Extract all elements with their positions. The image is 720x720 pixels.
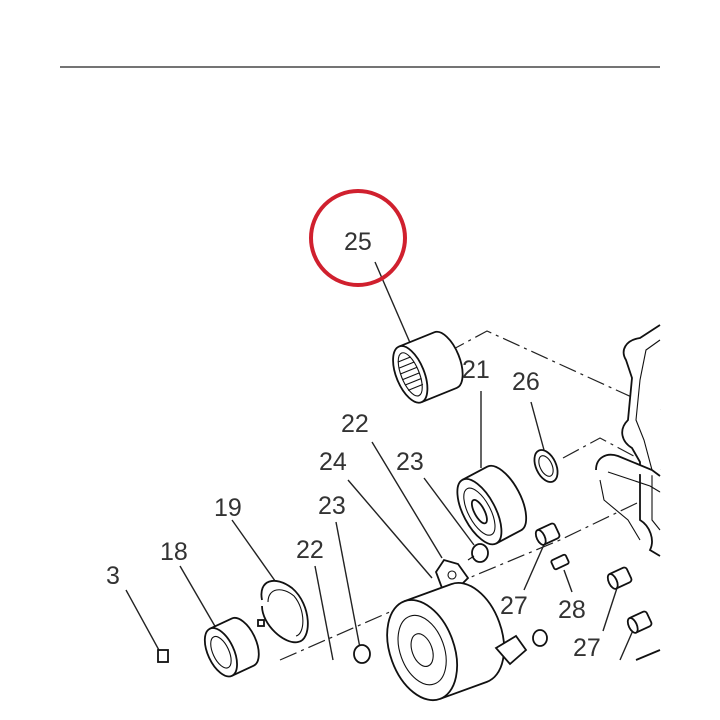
callout-28: 28 — [558, 596, 586, 624]
screw-part-23a — [467, 543, 489, 563]
large-gear-part — [386, 582, 505, 702]
callout-25: 25 — [344, 228, 372, 256]
ball-bearing-part-18 — [203, 617, 260, 678]
dowel-pin-part-27b — [606, 566, 633, 590]
callout-19: 19 — [214, 494, 242, 522]
housing-cover-part — [595, 324, 661, 661]
dowel-pin-part-27a — [534, 522, 561, 546]
callout-23b: 23 — [318, 492, 346, 520]
callout-18: 18 — [160, 538, 188, 566]
retaining-ring-part — [257, 579, 309, 643]
callout-27b: 27 — [573, 634, 601, 662]
callout-21: 21 — [462, 356, 490, 384]
callout-3: 3 — [106, 562, 120, 590]
dowel-pin-part-27c — [626, 610, 653, 634]
bottom-bracket-part — [494, 629, 548, 666]
callout-23a: 23 — [396, 448, 424, 476]
shaft-part — [157, 649, 169, 663]
ball-bearing-part-21 — [456, 464, 528, 546]
callout-labels: 25 21 26 22 24 23 19 23 18 22 3 27 28 27 — [106, 228, 601, 662]
highlight-circle — [309, 189, 407, 287]
callout-27a: 27 — [500, 592, 528, 620]
screw-part-23b — [353, 644, 371, 664]
seal-ring-part — [533, 449, 559, 483]
callout-22a: 22 — [341, 410, 369, 438]
needle-bearing-part — [392, 330, 464, 404]
callout-26: 26 — [512, 368, 540, 396]
callout-22b: 22 — [296, 536, 324, 564]
callout-24: 24 — [319, 448, 347, 476]
pin-part-28 — [550, 553, 570, 571]
